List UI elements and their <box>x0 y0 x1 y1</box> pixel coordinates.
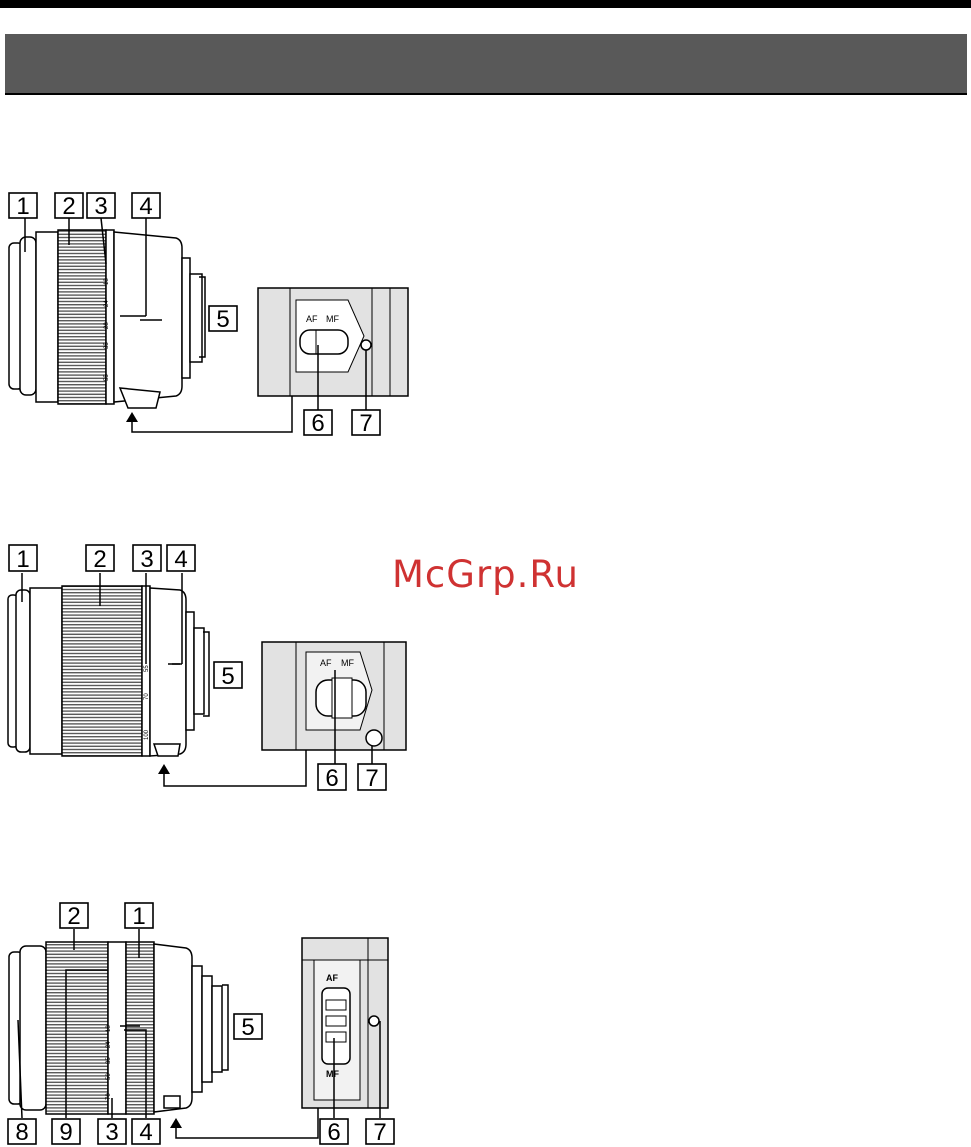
focal-mark: 35 <box>104 342 110 349</box>
svg-text:8: 8 <box>15 1119 28 1146</box>
callout-1: 1 <box>9 193 37 220</box>
switch-label-af: AF <box>320 658 332 668</box>
callout-8: 8 <box>8 1119 36 1146</box>
switch-label-mf: MF <box>326 1069 339 1079</box>
callout-7: 7 <box>358 764 386 792</box>
focal-mark: 55 <box>104 374 110 381</box>
arrow-icon <box>170 1118 182 1128</box>
lens-2-switch-inset: AF MF <box>262 642 406 750</box>
svg-text:7: 7 <box>373 1119 386 1146</box>
callout-1: 1 <box>9 545 37 573</box>
svg-text:7: 7 <box>365 765 378 792</box>
callout-2: 2 <box>60 903 88 930</box>
svg-text:9: 9 <box>59 1119 72 1146</box>
callout-1: 1 <box>125 903 153 930</box>
svg-text:3: 3 <box>140 546 153 573</box>
svg-text:3: 3 <box>105 1119 118 1146</box>
figure-3: 18 24 35 50 70 AF MF <box>8 903 394 1146</box>
svg-text:6: 6 <box>327 1119 340 1146</box>
svg-text:4: 4 <box>139 193 152 220</box>
callout-7: 7 <box>352 410 380 437</box>
svg-text:2: 2 <box>67 903 80 930</box>
svg-text:5: 5 <box>216 306 229 333</box>
focal-mark: 24 <box>104 300 110 307</box>
switch-label-af: AF <box>306 314 318 324</box>
svg-text:1: 1 <box>16 193 29 220</box>
focal-mark: 50 <box>106 1073 112 1080</box>
svg-text:6: 6 <box>311 410 324 437</box>
lens-3-body <box>9 942 222 1114</box>
svg-text:5: 5 <box>221 663 234 690</box>
svg-text:3: 3 <box>94 193 107 220</box>
figure-1: 18 24 28 35 55 AF MF <box>9 193 408 437</box>
focal-mark: 18 <box>106 1025 112 1032</box>
focal-mark: 70 <box>144 693 150 700</box>
callout-2: 2 <box>55 193 83 220</box>
lens-1-switch-inset: AF MF <box>258 288 408 396</box>
focal-mark: 18 <box>104 278 110 285</box>
callout-5: 5 <box>214 662 242 690</box>
callout-6: 6 <box>320 1119 348 1146</box>
focal-mark: 28 <box>104 322 110 329</box>
callout-3: 3 <box>133 545 161 573</box>
callout-7: 7 <box>366 1119 394 1146</box>
svg-text:1: 1 <box>16 546 29 573</box>
callout-6: 6 <box>304 410 332 437</box>
focal-mark: 24 <box>106 1041 112 1048</box>
mount-bracket <box>222 985 228 1070</box>
svg-text:6: 6 <box>325 765 338 792</box>
callout-4: 4 <box>167 545 195 573</box>
figure-2: 55 70 100 AF MF 1 <box>8 545 406 792</box>
lens-2-body <box>8 586 204 756</box>
focal-mark: 100 <box>144 729 150 740</box>
svg-text:2: 2 <box>62 193 75 220</box>
callout-3: 3 <box>98 1119 126 1146</box>
svg-text:1: 1 <box>132 903 145 930</box>
switch-label-af: AF <box>326 973 338 983</box>
callout-3: 3 <box>87 193 115 220</box>
svg-text:4: 4 <box>139 1119 152 1146</box>
focal-mark: 70 <box>106 1093 112 1100</box>
switch-label-mf: MF <box>326 314 339 324</box>
callout-5: 5 <box>234 1014 262 1041</box>
callout-2: 2 <box>86 545 114 573</box>
callout-4: 4 <box>132 193 160 220</box>
arrow-icon <box>158 764 170 774</box>
callout-6: 6 <box>318 764 346 792</box>
focal-mark: 35 <box>106 1057 112 1064</box>
svg-text:7: 7 <box>359 410 372 437</box>
switch-label-mf: MF <box>341 658 354 668</box>
svg-text:4: 4 <box>174 546 187 573</box>
callout-9: 9 <box>52 1119 80 1146</box>
lens-3-switch-inset: AF MF <box>302 938 388 1108</box>
callout-4: 4 <box>132 1119 160 1146</box>
callout-5: 5 <box>209 306 237 333</box>
arrow-icon <box>126 412 138 422</box>
focal-mark: 55 <box>144 665 150 672</box>
svg-text:5: 5 <box>241 1014 254 1041</box>
svg-text:2: 2 <box>93 546 106 573</box>
